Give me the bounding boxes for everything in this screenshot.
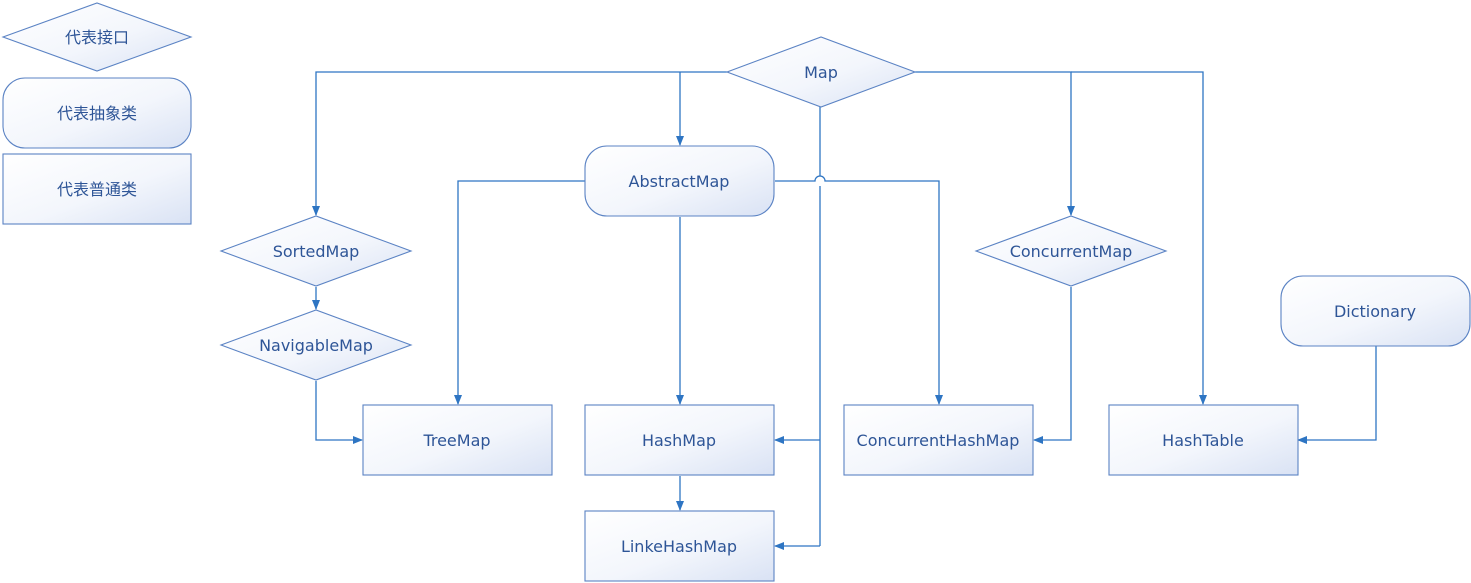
legend: 代表接口 代表抽象类 代表普通类 (1, 2, 193, 225)
node-map: Map (725, 36, 917, 108)
node-linkehashmap-box (584, 510, 775, 582)
node-dictionary-box (1280, 275, 1471, 347)
node-concurrentmap: ConcurrentMap (974, 215, 1168, 287)
node-hashmap: HashMap (584, 404, 775, 476)
legend-interface-diamond (1, 2, 193, 72)
edge-concurrentmap-to-concurrenthashmap (1033, 287, 1072, 444)
node-abstractmap-box (584, 145, 775, 217)
node-abstractmap: AbstractMap (584, 145, 775, 217)
legend-interface-label: 代表接口 (65, 28, 129, 47)
edge-abstractmap-to-concurrenthashmap (775, 175, 943, 405)
node-hashtable-label: HashTable (1162, 431, 1244, 450)
node-map-diamond (725, 36, 917, 108)
node-sortedmap: SortedMap (219, 215, 413, 287)
node-hashtable: HashTable (1108, 404, 1299, 476)
legend-abstract-class: 代表抽象类 (2, 77, 192, 149)
node-linkehashmap-label: LinkeHashMap (621, 537, 737, 556)
node-dictionary: Dictionary (1280, 275, 1471, 347)
edges (312, 71, 1377, 550)
node-sortedmap-label: SortedMap (273, 242, 360, 261)
edge-navigablemap-to-treemap (315, 381, 363, 444)
node-hashtable-box (1108, 404, 1299, 476)
edge-map-to-hashtable (1071, 71, 1207, 405)
edge-map-to-sortedmap (312, 71, 727, 216)
node-map-label: Map (804, 63, 838, 82)
node-treemap-box (362, 404, 553, 476)
node-concurrenthashmap: ConcurrentHashMap (843, 404, 1034, 476)
node-hashmap-box (584, 404, 775, 476)
edge-abstractmap-to-treemap (454, 180, 585, 405)
edge-dictionary-to-hashtable (1297, 346, 1377, 444)
node-concurrentmap-diamond (974, 215, 1168, 287)
legend-class: 代表普通类 (2, 153, 192, 225)
node-concurrenthashmap-box (843, 404, 1034, 476)
nodes: Map SortedMap NavigableMap ConcurrentMap… (219, 36, 1471, 582)
node-concurrenthashmap-label: ConcurrentHashMap (857, 431, 1020, 450)
node-treemap-label: TreeMap (422, 431, 490, 450)
legend-abstract-class-label: 代表抽象类 (57, 104, 137, 123)
node-navigablemap-diamond (219, 309, 413, 381)
legend-interface: 代表接口 (1, 2, 193, 72)
node-linkehashmap: LinkeHashMap (584, 510, 775, 582)
legend-class-box (2, 153, 192, 225)
node-navigablemap: NavigableMap (219, 309, 413, 381)
node-navigablemap-label: NavigableMap (259, 336, 373, 355)
node-abstractmap-label: AbstractMap (629, 172, 730, 191)
legend-abstract-class-box (2, 77, 192, 149)
node-dictionary-label: Dictionary (1334, 302, 1416, 321)
node-concurrentmap-label: ConcurrentMap (1010, 242, 1133, 261)
legend-class-label: 代表普通类 (57, 180, 137, 199)
node-treemap: TreeMap (362, 404, 553, 476)
node-sortedmap-diamond (219, 215, 413, 287)
node-hashmap-label: HashMap (642, 431, 716, 450)
